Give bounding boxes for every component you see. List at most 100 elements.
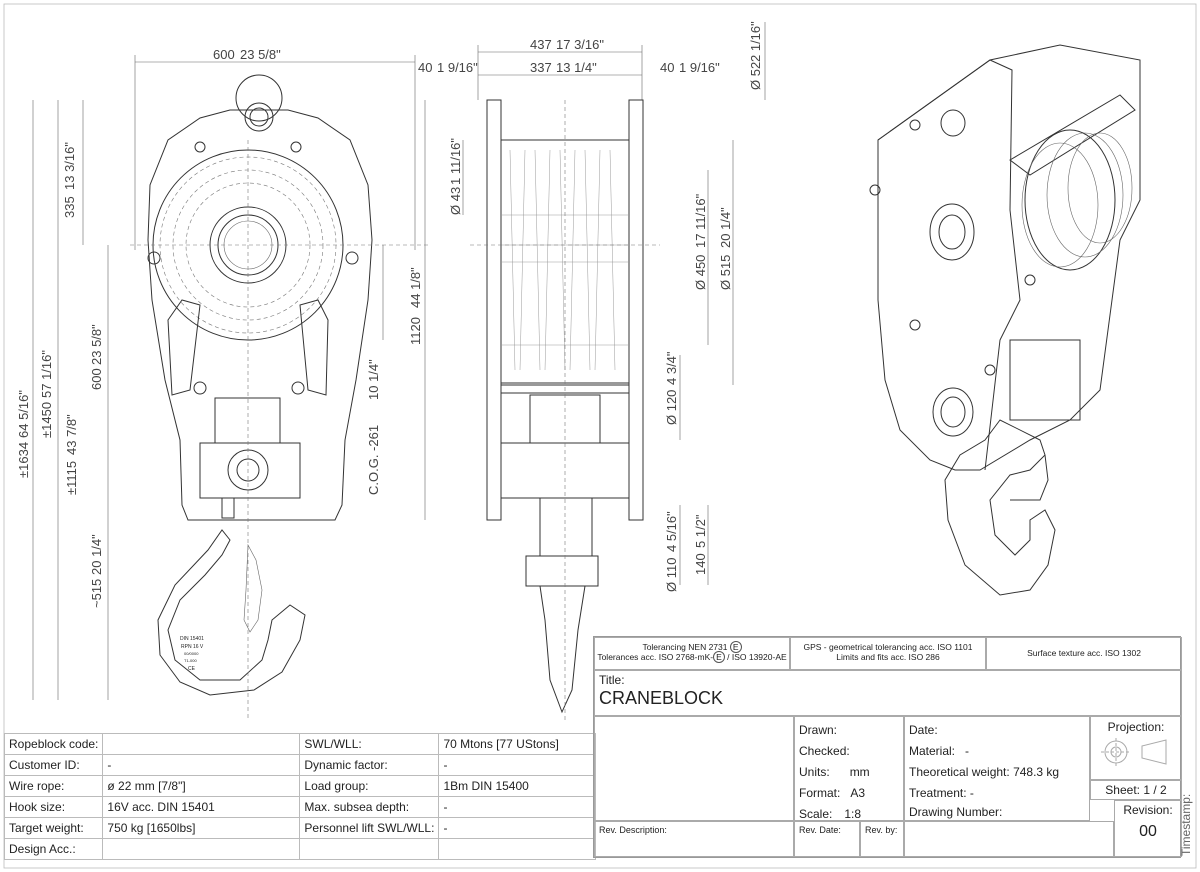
tolerances-text: Tolerances acc. ISO 2768-mK- bbox=[597, 652, 714, 662]
envelope-symbol: E bbox=[713, 651, 725, 663]
scale-value: 1:8 bbox=[844, 807, 862, 821]
isometric-view bbox=[869, 44, 1141, 596]
rev-date-cell: Rev. Date: bbox=[794, 821, 860, 857]
label-design-acc: Design Acc.: bbox=[3, 838, 104, 860]
units-value: mm bbox=[849, 765, 870, 779]
dim-335-in: 13 3/16" bbox=[62, 142, 77, 190]
dim-dia-52: Ø 52 bbox=[748, 62, 763, 90]
value-empty bbox=[438, 838, 596, 860]
dim-dia-120: Ø 120 bbox=[664, 390, 679, 425]
dim-dia-110: Ø 110 bbox=[664, 558, 679, 592]
projection-cell: Projection: bbox=[1090, 716, 1182, 780]
dim-335: 335 bbox=[62, 196, 77, 218]
dim-dia-43-in: 1 11/16" bbox=[448, 138, 463, 185]
weight-value: 748.3 kg bbox=[1013, 765, 1060, 779]
label-subsea-depth: Max. subsea depth: bbox=[299, 796, 440, 818]
label-wire-rope: Wire rope: bbox=[3, 775, 104, 797]
rev-by-label: Rev. by: bbox=[865, 825, 898, 835]
title-block: Tolerancing NEN 2731 E Tolerances acc. I… bbox=[593, 636, 1182, 858]
drawn-label: Drawn: bbox=[799, 723, 838, 737]
value-load-group: 1Bm DIN 15400 bbox=[438, 775, 596, 797]
dim-1120-in: 44 1/8" bbox=[408, 267, 423, 308]
dim-dia-515-in: 20 1/4" bbox=[718, 207, 733, 248]
dim-1120: 1120 bbox=[408, 317, 423, 345]
limits-text: Limits and fits acc. ISO 286 bbox=[836, 652, 940, 662]
dim-600-in: 23 5/8" bbox=[89, 324, 104, 365]
revision-cell: Revision: 00 bbox=[1114, 800, 1182, 857]
gps-cell: GPS - geometrical tolerancing acc. ISO 1… bbox=[790, 637, 986, 670]
dim-40-left-in: 1 9/16" bbox=[437, 60, 478, 75]
projection-label: Projection: bbox=[1107, 720, 1165, 734]
iso-13920-text: / ISO 13920-AE bbox=[727, 652, 787, 662]
checked-label: Checked: bbox=[799, 744, 850, 758]
surface-texture-cell: Surface texture acc. ISO 1302 bbox=[986, 637, 1182, 670]
drawing-number-label: Drawing Number: bbox=[909, 805, 1003, 819]
sheet-cell: Sheet: 1 / 2 bbox=[1090, 780, 1182, 800]
rev-description-label: Rev. Description: bbox=[599, 825, 667, 835]
dim-1115-in: 43 7/8" bbox=[64, 414, 79, 455]
format-label: Format: bbox=[799, 786, 841, 800]
front-view: 600 23 5/8" DIN 15401 bbox=[16, 47, 430, 720]
table-row: Wire rope: ø 22 mm [7/8"] Load group: 1B… bbox=[3, 775, 596, 797]
dim-dia-120-in: 4 3/4" bbox=[664, 351, 679, 385]
dim-140-in: 5 1/2" bbox=[693, 514, 708, 548]
weight-label: Theoretical weight: bbox=[909, 765, 1010, 779]
value-swl: 70 Mtons [77 UStons] bbox=[438, 733, 596, 755]
units-label: Units: bbox=[799, 765, 830, 779]
side-view: 437 17 3/16" 337 13 1/4" 40 1 9/16" 40 1… bbox=[418, 21, 766, 720]
value-personnel-lift: - bbox=[438, 817, 596, 839]
table-row: Ropeblock code: SWL/WLL: 70 Mtons [77 US… bbox=[3, 733, 596, 755]
gps-text: GPS - geometrical tolerancing acc. ISO 1… bbox=[803, 642, 973, 652]
value-ropeblock-code bbox=[102, 733, 301, 755]
table-row: Customer ID: - Dynamic factor: - bbox=[3, 754, 596, 776]
dim-dia-450-in: 17 11/16" bbox=[693, 193, 708, 248]
table-row: Design Acc.: bbox=[3, 838, 596, 860]
rev-description-cell: Rev. Description: bbox=[594, 821, 794, 857]
dim-337-in: 13 1/4" bbox=[556, 60, 597, 75]
dim-40-right-in: 1 9/16" bbox=[679, 60, 720, 75]
material-info-cell: Date: Material:- Theoretical weight: 748… bbox=[904, 716, 1090, 821]
hook-label-4: T1-000 bbox=[184, 658, 197, 663]
material-label: Material: bbox=[909, 744, 956, 758]
table-row: Hook size: 16V acc. DIN 15401 Max. subse… bbox=[3, 796, 596, 818]
rev-date-label: Rev. Date: bbox=[799, 825, 841, 835]
hook-label-2: RPN 16 V bbox=[181, 644, 204, 650]
value-subsea-depth: - bbox=[438, 796, 596, 818]
hook-label-5: CE bbox=[188, 666, 196, 672]
projection-symbol-icon bbox=[1101, 738, 1167, 766]
value-customer-id: - bbox=[102, 754, 301, 776]
dim-40-right: 40 bbox=[660, 60, 674, 75]
revision-label: Revision: bbox=[1123, 803, 1173, 817]
hook-label-1: DIN 15401 bbox=[180, 636, 204, 642]
dim-width-top: 600 bbox=[213, 47, 235, 62]
date-label: Date: bbox=[909, 723, 938, 737]
dim-1634-in: 64 5/16" bbox=[16, 390, 31, 438]
table-row: Target weight: 750 kg [1650lbs] Personne… bbox=[3, 817, 596, 839]
timestamp-label: Timestamp: bbox=[1179, 793, 1193, 856]
dim-1450: ±1450 bbox=[39, 402, 54, 438]
revision-value: 00 bbox=[1139, 823, 1157, 840]
value-target-weight: 750 kg [1650lbs] bbox=[102, 817, 301, 839]
rev-by-cell: Rev. by: bbox=[860, 821, 904, 857]
title-label: Title: bbox=[599, 673, 625, 687]
dim-cog: C.O.G. -261 bbox=[366, 425, 381, 495]
tolerancing-cell: Tolerancing NEN 2731 E Tolerances acc. I… bbox=[594, 637, 790, 670]
label-customer-id: Customer ID: bbox=[3, 754, 104, 776]
dim-dia-450: Ø 450 bbox=[693, 255, 708, 290]
dim-437-in: 17 3/16" bbox=[556, 37, 604, 52]
dim-width-top-in: 23 5/8" bbox=[240, 47, 281, 62]
dim-600: 600 bbox=[89, 368, 104, 390]
dim-337: 337 bbox=[530, 60, 552, 75]
dim-437: 437 bbox=[530, 37, 552, 52]
drawing-title: CRANEBLOCK bbox=[599, 688, 724, 708]
treatment-label: Treatment: - bbox=[909, 786, 974, 800]
blank-cell bbox=[594, 716, 794, 821]
tolerancing-text: Tolerancing NEN 2731 bbox=[642, 642, 728, 652]
value-dynamic-factor: - bbox=[438, 754, 596, 776]
label-ropeblock-code: Ropeblock code: bbox=[3, 733, 104, 755]
dim-dia-52-in: 2 1/16" bbox=[748, 21, 763, 62]
format-value: A3 bbox=[850, 786, 866, 800]
label-hook-size: Hook size: bbox=[3, 796, 104, 818]
dim-40-left: 40 bbox=[418, 60, 432, 75]
